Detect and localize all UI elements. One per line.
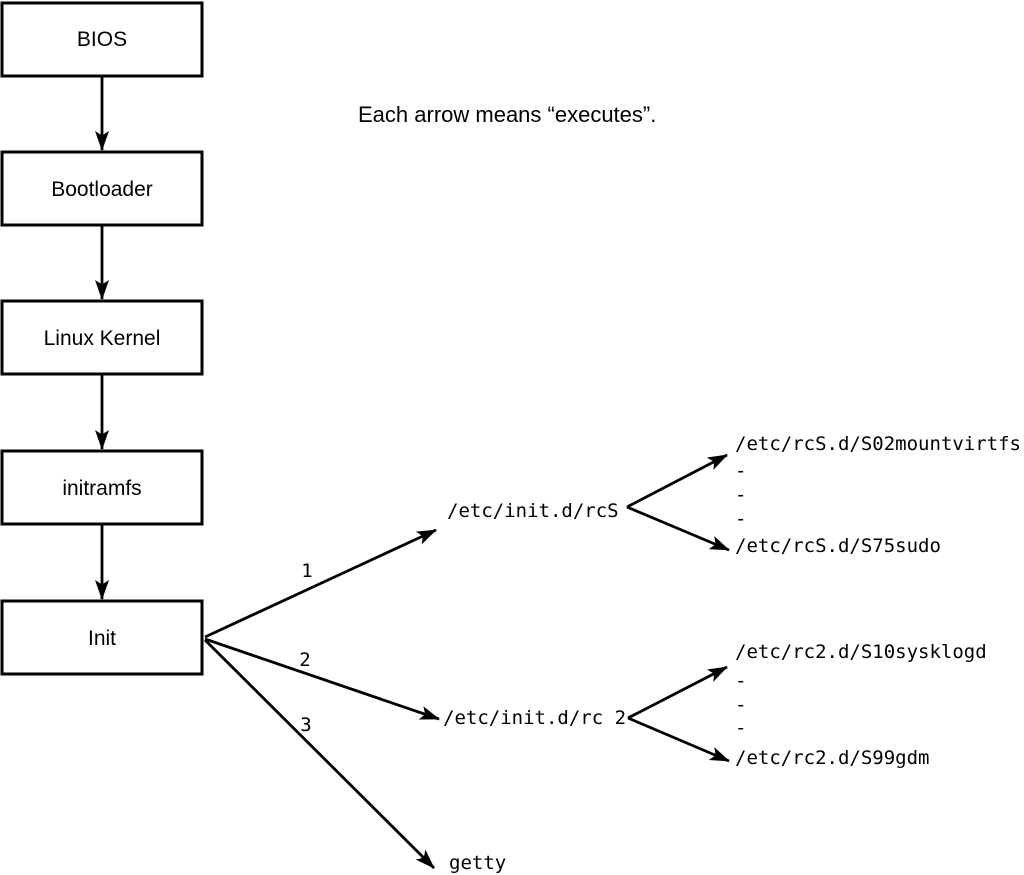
rc2-child-dash-2: - (735, 694, 746, 716)
arrow-rc2-to-S10sysklogd (627, 665, 728, 720)
initramfs-label: initramfs (62, 477, 141, 500)
rc2-child-last: /etc/rc2.d/S99gdm (735, 747, 929, 769)
rcS-child-first: /etc/rcS.d/S02mountvirtfs (735, 433, 1021, 455)
edge-label-2: 2 (299, 649, 310, 671)
rcS-child-dash-2: - (735, 484, 746, 506)
init-box (0, 599, 204, 676)
bios-label: BIOS (77, 28, 127, 51)
rc2-child-dash-3: - (735, 717, 746, 739)
rcS-child-dash-3: - (735, 508, 746, 530)
arrow-rcS-to-S75sudo (626, 505, 730, 552)
rc2-child-first: /etc/rc2.d/S10sysklogd (735, 641, 987, 663)
edge-label-3: 3 (300, 714, 311, 736)
arrow-init-to-rcS (204, 528, 437, 639)
init-label: Init (88, 627, 116, 650)
linux-kernel-label: Linux Kernel (44, 327, 161, 350)
arrow-init-to-rc2 (204, 637, 440, 721)
bootloader-box (0, 150, 204, 227)
arrow-init-to-getty (204, 639, 435, 869)
rcS-node-label: /etc/init.d/rcS (447, 500, 619, 522)
note-text: Each arrow means “executes”. (358, 102, 656, 127)
bootloader-label: Bootloader (51, 178, 153, 201)
rc2-node-label: /etc/init.d/rc 2 (443, 707, 626, 729)
arrow-rc2-to-S99gdm (627, 716, 730, 763)
rcS-child-last: /etc/rcS.d/S75sudo (735, 535, 941, 557)
arrow-rcS-to-S02mountvirtfs (626, 453, 728, 509)
getty-node-label: getty (449, 852, 506, 874)
rc2-child-dash-1: - (735, 670, 746, 692)
edge-label-1: 1 (301, 560, 312, 582)
bios-box (0, 1, 204, 78)
rcS-child-dash-1: - (735, 460, 746, 482)
initramfs-box (0, 449, 204, 526)
